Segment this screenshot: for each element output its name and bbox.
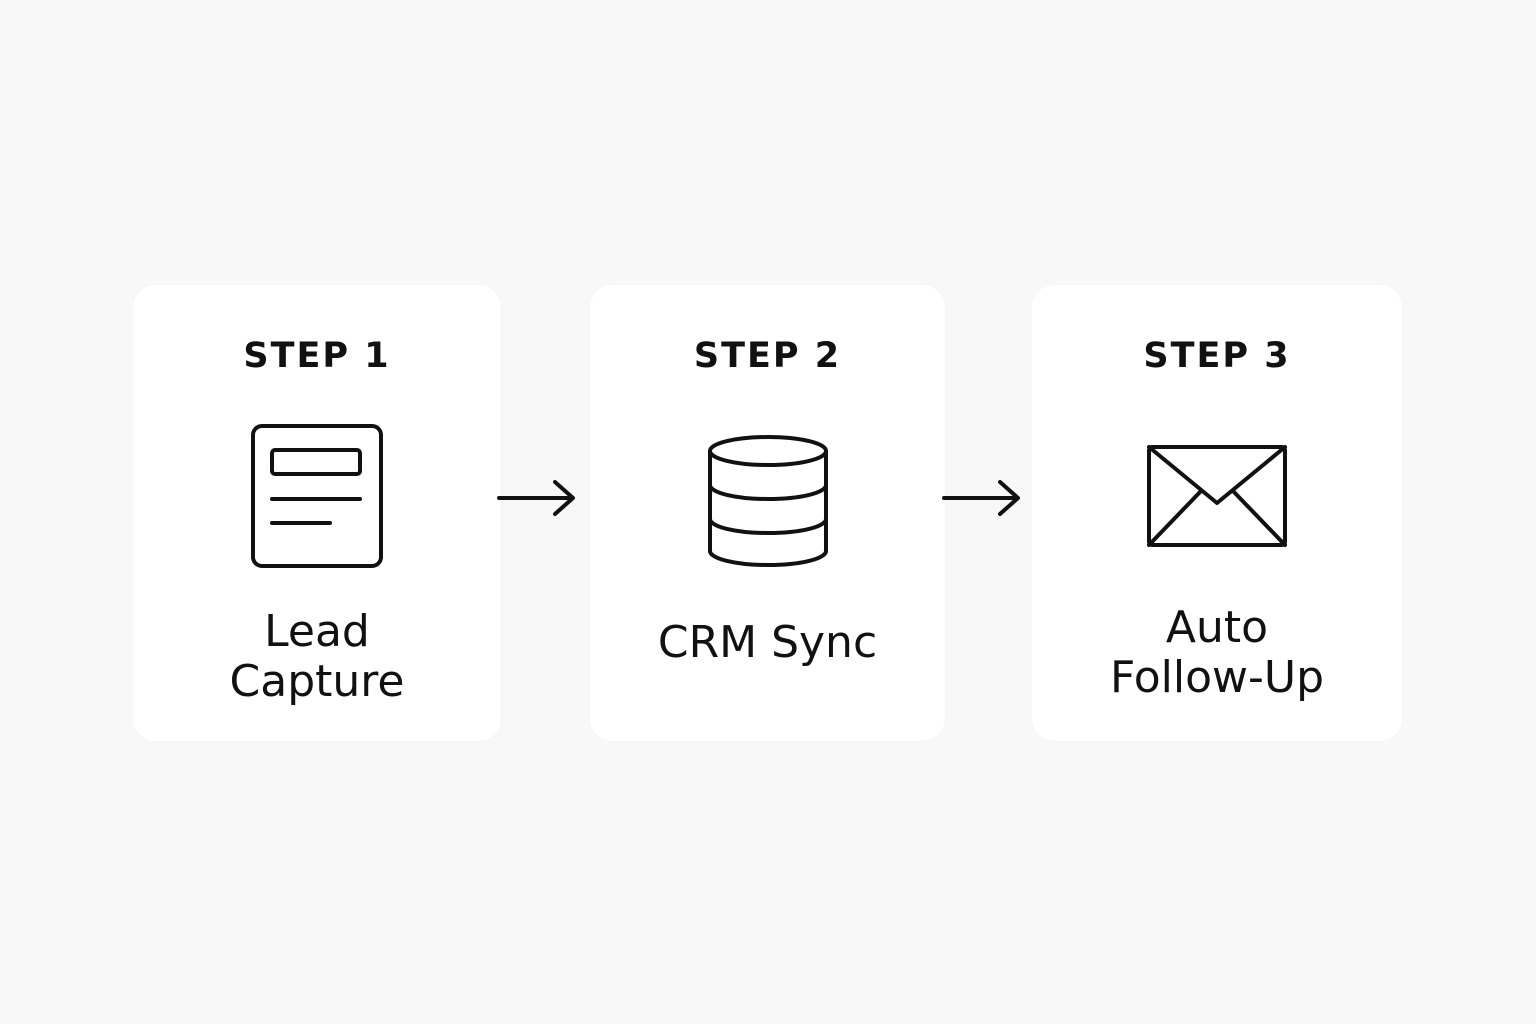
step-label: STEP 2 [693, 336, 842, 376]
envelope-icon [1147, 445, 1287, 547]
arrow-right-icon [942, 480, 1020, 516]
step-card-1: STEP 1 Lead Capture [133, 285, 501, 741]
arrow-right-icon [497, 480, 575, 516]
step-card-3: STEP 3 Auto Follow-Up [1032, 285, 1402, 741]
step-card-2: STEP 2 CRM Sync [590, 285, 945, 741]
step-label: STEP 1 [243, 336, 391, 376]
step-label: STEP 3 [1143, 336, 1291, 376]
step-title: CRM Sync [657, 617, 878, 668]
form-document-icon [251, 424, 383, 568]
step-title: Lead Capture [229, 606, 405, 707]
database-icon [707, 435, 828, 567]
step-title: Auto Follow-Up [1109, 602, 1325, 703]
